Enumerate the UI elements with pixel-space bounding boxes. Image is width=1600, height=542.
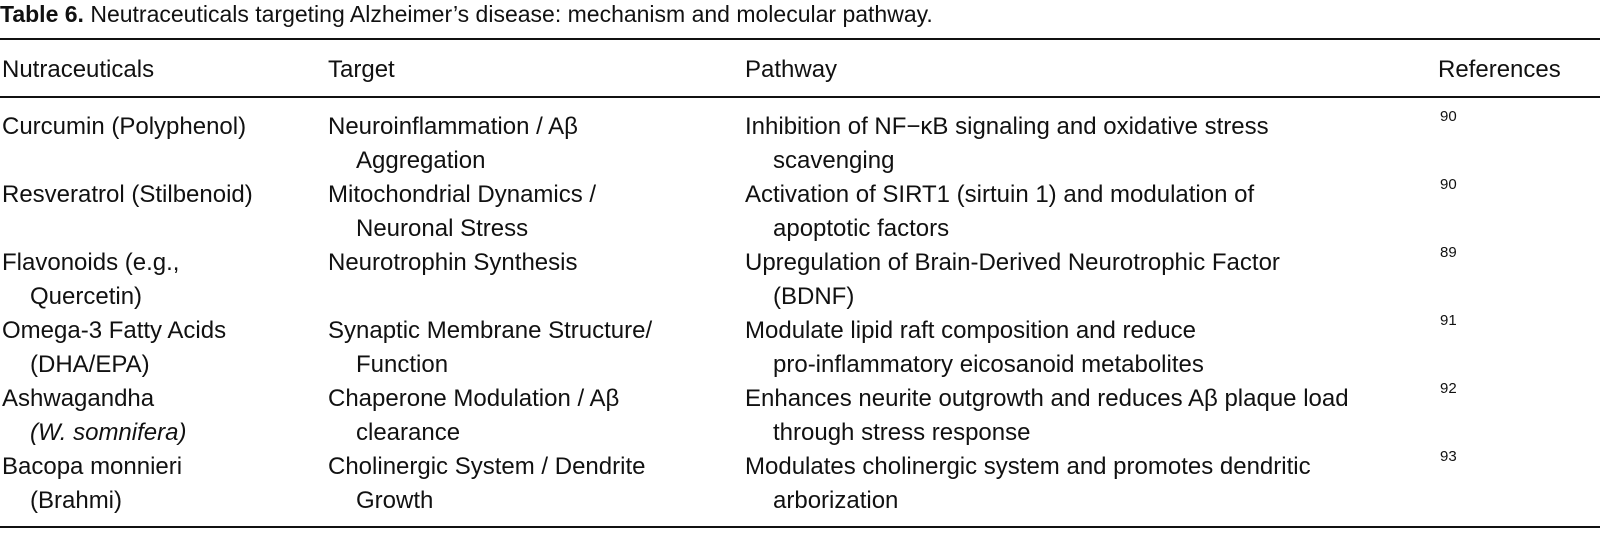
header-target: Target (328, 56, 395, 83)
header-references: References (1438, 56, 1561, 83)
table-title: Neutraceuticals targeting Alzheimer’s di… (90, 1, 933, 27)
cell-nutraceutical: Flavonoids (e.g., Quercetin) (2, 249, 180, 310)
header-nutraceuticals: Nutraceuticals (2, 56, 155, 83)
cell-nutraceutical: Curcumin (Polyphenol) (2, 113, 247, 140)
cell-nutraceutical: Ashwagandha (W. somnifera) (2, 385, 187, 446)
cell-pathway: Modulate lipid raft composition and redu… (745, 317, 1204, 378)
table-label: Table 6. (0, 1, 84, 27)
cell-pathway: Enhances neurite outgrowth and reduces A… (745, 385, 1349, 446)
cell-reference: 90 (1440, 108, 1457, 125)
cell-reference: 89 (1440, 244, 1457, 261)
cell-nutraceutical: Resveratrol (Stilbenoid) (2, 181, 253, 208)
cell-reference: 91 (1440, 312, 1457, 329)
cell-pathway: Modulates cholinergic system and promote… (745, 453, 1311, 514)
header-pathway: Pathway (745, 56, 838, 83)
cell-target: Synaptic Membrane Structure/ Function (328, 317, 653, 378)
cell-target: Cholinergic System / Dendrite Growth (328, 453, 646, 514)
cell-target: Neurotrophin Synthesis (328, 249, 578, 276)
cell-nutraceutical: Omega-3 Fatty Acids (DHA/EPA) (2, 317, 227, 378)
cell-nutraceutical: Bacopa monnieri (Brahmi) (2, 453, 183, 514)
header-rule (0, 96, 1600, 98)
top-rule (0, 38, 1600, 40)
cell-target: Mitochondrial Dynamics / Neuronal Stress (328, 181, 597, 242)
cell-target: Chaperone Modulation / Aβ clearance (328, 385, 620, 446)
table-caption: Table 6. Neutraceuticals targeting Alzhe… (0, 0, 933, 30)
cell-reference: 93 (1440, 448, 1457, 465)
cell-reference: 90 (1440, 176, 1457, 193)
bottom-rule (0, 526, 1600, 528)
cell-target: Neuroinflammation / Aβ Aggregation (328, 113, 578, 174)
cell-pathway: Upregulation of Brain-Derived Neurotroph… (745, 249, 1280, 310)
cell-pathway: Inhibition of NF−κB signaling and oxidat… (745, 113, 1269, 174)
cell-pathway: Activation of SIRT1 (sirtuin 1) and modu… (745, 181, 1255, 242)
cell-reference: 92 (1440, 380, 1457, 397)
